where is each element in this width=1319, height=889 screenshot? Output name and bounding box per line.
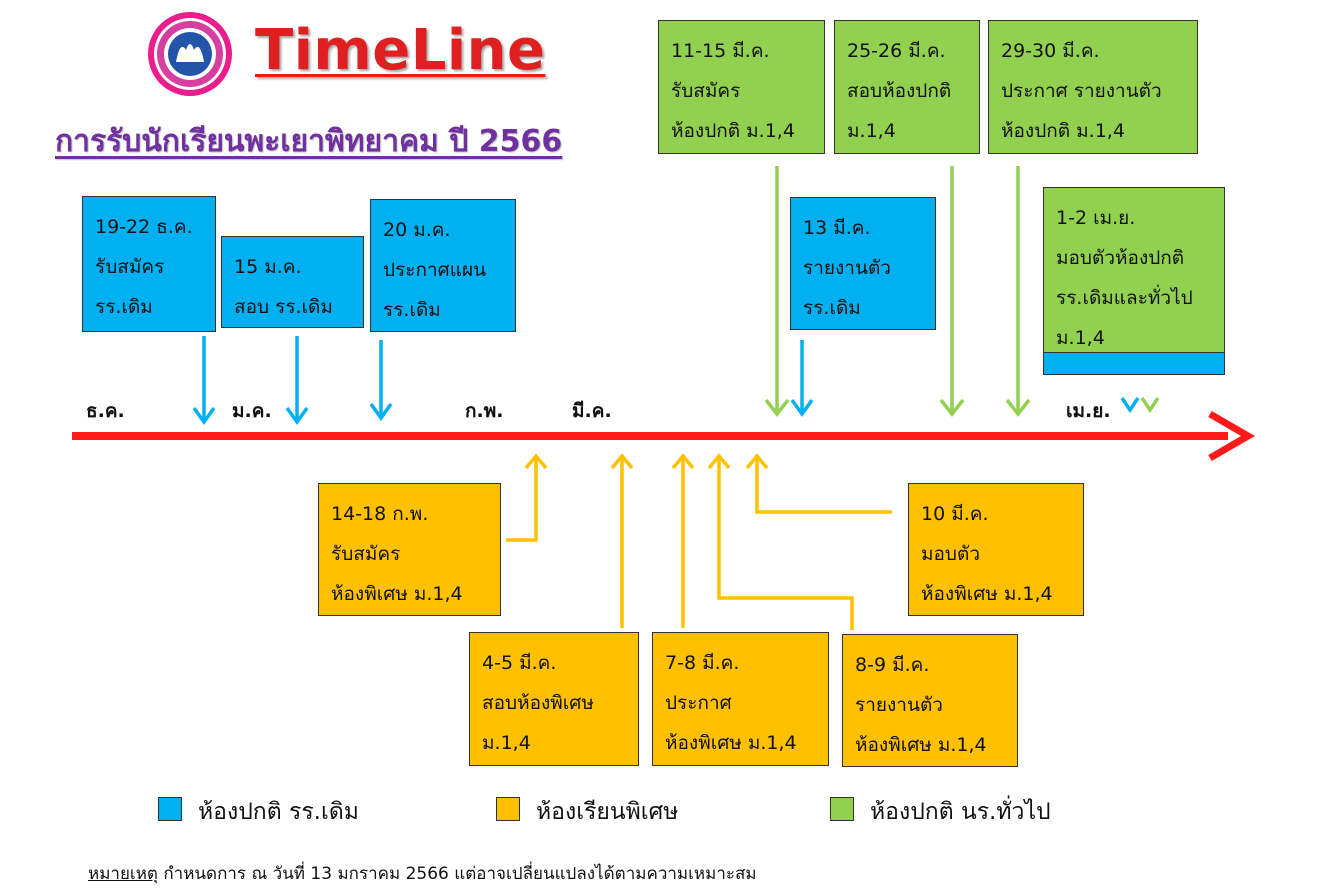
legend-swatch-orange xyxy=(496,797,520,821)
event-box-mar-exam-special: 4-5 มี.ค. สอบห้องพิเศษ ม.1,4 xyxy=(469,632,639,766)
event-line: รร.เดิม xyxy=(95,296,153,318)
event-line: รร.เดิม xyxy=(803,297,861,319)
orange-connectors xyxy=(506,453,892,630)
event-line: ม.1,4 xyxy=(1056,327,1105,349)
event-line: ประกาศแผน xyxy=(383,259,487,281)
event-date: 4-5 มี.ค. xyxy=(482,652,557,674)
event-line: มอบตัวห้องปกติ xyxy=(1056,247,1185,269)
event-line: รับสมัคร xyxy=(671,80,741,102)
timeline-arrowhead xyxy=(1208,410,1255,462)
blue-connectors xyxy=(192,336,1140,426)
month-dec: ธ.ค. xyxy=(86,400,125,422)
event-date: 14-18 ก.พ. xyxy=(331,503,429,525)
blue-arrow-5 xyxy=(1120,397,1140,414)
event-date: 8-9 มี.ค. xyxy=(855,654,930,676)
event-date: 29-30 มี.ค. xyxy=(1001,40,1100,62)
event-line: สอบห้องพิเศษ xyxy=(482,692,594,714)
legend-label-green: ห้องปกติ นร.ทั่วไป xyxy=(870,799,1051,825)
event-date: 11-15 มี.ค. xyxy=(671,40,770,62)
school-logo xyxy=(148,12,232,96)
event-line: มอบตัว xyxy=(921,543,981,565)
page-subtitle: การรับนักเรียนพะเยาพิทยาคม ปี 2566 xyxy=(55,124,563,159)
event-box-mar-enroll-special: 10 มี.ค. มอบตัว ห้องพิเศษ ม.1,4 xyxy=(908,483,1084,616)
month-mar: มี.ค. xyxy=(572,400,612,422)
event-box-feb-apply-special: 14-18 ก.พ. รับสมัคร ห้องพิเศษ ม.1,4 xyxy=(318,483,501,616)
event-line: ห้องพิเศษ ม.1,4 xyxy=(855,734,987,756)
month-jan: ม.ค. xyxy=(232,400,272,422)
event-line: ห้องพิเศษ ม.1,4 xyxy=(665,732,797,754)
event-date: 7-8 มี.ค. xyxy=(665,652,740,674)
footnote-key: หมายเหตุ xyxy=(88,864,158,884)
month-feb: ก.พ. xyxy=(465,400,504,422)
orange-connector-4 xyxy=(717,456,854,630)
event-date: 15 ม.ค. xyxy=(234,256,302,278)
event-date: 13 มี.ค. xyxy=(803,217,871,239)
event-line: ม.1,4 xyxy=(847,120,896,142)
event-line: ห้องปกติ ม.1,4 xyxy=(1001,120,1125,142)
month-apr: เม.ย. xyxy=(1066,400,1111,422)
legend-swatch-green xyxy=(830,797,854,821)
green-arrow-4 xyxy=(1140,397,1160,414)
event-line: รายงานตัว xyxy=(803,257,891,279)
event-box-mar-apply-regular: 11-15 มี.ค. รับสมัคร ห้องปกติ ม.1,4 xyxy=(658,20,825,154)
event-line: ห้องพิเศษ ม.1,4 xyxy=(921,583,1053,605)
orange-connector-5 xyxy=(755,456,892,514)
event-line: รร.เดิมและทั่วไป xyxy=(1056,287,1193,309)
event-box-mar-report: 13 มี.ค. รายงานตัว รร.เดิม xyxy=(790,197,936,330)
event-line: รายงานตัว xyxy=(855,694,943,716)
legend-label-blue: ห้องปกติ รร.เดิม xyxy=(198,799,359,825)
event-date: 10 มี.ค. xyxy=(921,503,989,525)
legend-label-orange: ห้องเรียนพิเศษ xyxy=(536,799,679,825)
event-box-dec-apply: 19-22 ธ.ค. รับสมัคร รร.เดิม xyxy=(82,196,216,332)
event-date: 1-2 เม.ย. xyxy=(1056,207,1136,229)
event-line: ประกาศ xyxy=(665,692,732,714)
event-date: 25-26 มี.ค. xyxy=(847,40,946,62)
event-box-jan-exam: 15 ม.ค. สอบ รร.เดิม xyxy=(221,236,364,328)
event-line: รับสมัคร xyxy=(95,256,165,278)
event-line: ห้องปกติ ม.1,4 xyxy=(671,120,795,142)
event-line: รับสมัคร xyxy=(331,543,401,565)
blue-marker-bar xyxy=(1043,352,1225,375)
event-box-apr-enroll-regular: 1-2 เม.ย. มอบตัวห้องปกติ รร.เดิมและทั่วไ… xyxy=(1043,187,1225,353)
event-date: 19-22 ธ.ค. xyxy=(95,216,193,238)
footnote: หมายเหตุ กำหนดการ ณ วันที่ 13 มกราคม 256… xyxy=(88,860,757,887)
event-line: ห้องพิเศษ ม.1,4 xyxy=(331,583,463,605)
event-box-mar-exam-regular: 25-26 มี.ค. สอบห้องปกติ ม.1,4 xyxy=(834,20,980,154)
event-box-mar-report-special: 8-9 มี.ค. รายงานตัว ห้องพิเศษ ม.1,4 xyxy=(842,634,1018,767)
event-line: สอบห้องปกติ xyxy=(847,80,952,102)
green-connectors xyxy=(764,166,1160,417)
event-line: สอบ รร.เดิม xyxy=(234,296,333,318)
event-date: 20 ม.ค. xyxy=(383,219,451,241)
event-line: ม.1,4 xyxy=(482,732,531,754)
legend-swatch-blue xyxy=(158,797,182,821)
event-box-mar-announce-special: 7-8 มี.ค. ประกาศ ห้องพิเศษ ม.1,4 xyxy=(652,632,829,766)
event-line: รร.เดิม xyxy=(383,299,441,321)
page-title: TimeLine xyxy=(255,18,546,83)
event-line: ประกาศ รายงานตัว xyxy=(1001,80,1162,102)
event-box-mar-announce-regular: 29-30 มี.ค. ประกาศ รายงานตัว ห้องปกติ ม.… xyxy=(988,20,1198,154)
orange-connector-1 xyxy=(506,456,538,542)
event-box-jan-announce: 20 ม.ค. ประกาศแผน รร.เดิม xyxy=(370,199,516,332)
footnote-text: กำหนดการ ณ วันที่ 13 มกราคม 2566 แต่อาจเ… xyxy=(157,864,757,884)
